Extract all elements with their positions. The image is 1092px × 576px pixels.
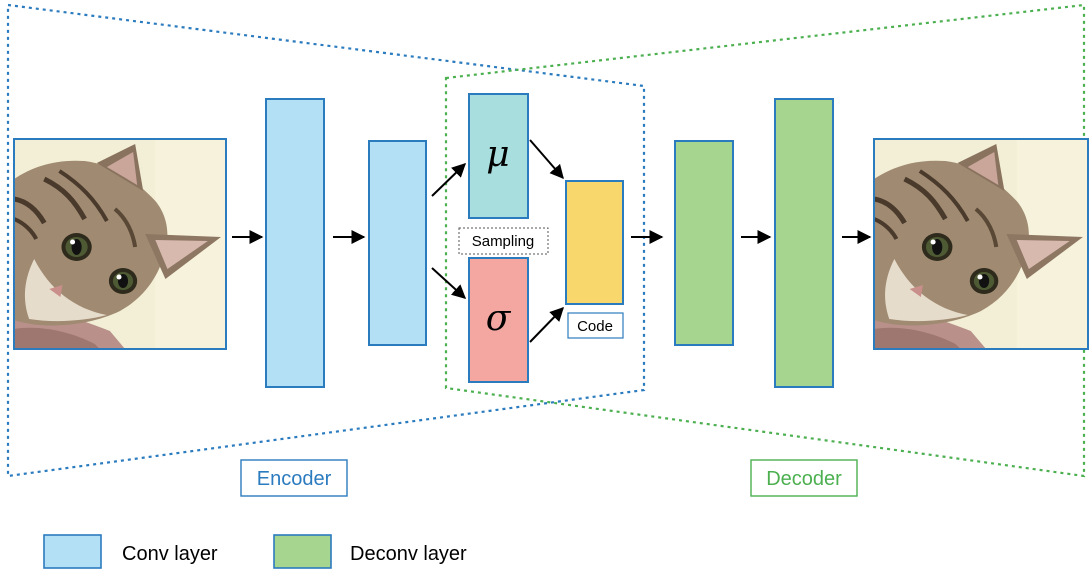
sigma-symbol: σ bbox=[486, 298, 512, 339]
deconv-layer-2 bbox=[774, 98, 834, 388]
deconv-layer-1 bbox=[674, 140, 734, 346]
code-label: Code bbox=[577, 318, 613, 335]
legend-deconv-label: Deconv layer bbox=[350, 543, 467, 565]
conv-layer-2 bbox=[368, 140, 427, 346]
code-label-box bbox=[567, 312, 624, 339]
arrow-conv2-to-mu bbox=[431, 163, 467, 197]
encoder-boundary bbox=[6, 3, 646, 478]
sampling-label: Sampling bbox=[472, 233, 535, 250]
output-image bbox=[873, 138, 1089, 350]
code-box bbox=[565, 180, 624, 305]
legend-conv-swatch bbox=[43, 534, 102, 569]
input-image bbox=[13, 138, 227, 350]
decoder-label: Decoder bbox=[766, 468, 842, 490]
arrow-sigma-to-code bbox=[529, 306, 564, 343]
legend-deconv-swatch bbox=[273, 534, 332, 569]
mu-symbol: μ bbox=[486, 134, 509, 175]
encoder-label: Encoder bbox=[257, 468, 332, 490]
encoder-label-box bbox=[240, 459, 348, 497]
sigma-box bbox=[468, 257, 529, 383]
sampling-label-box bbox=[458, 227, 549, 255]
legend-conv-label: Conv layer bbox=[122, 543, 218, 565]
decoder-label-box bbox=[750, 459, 858, 497]
decoder-boundary bbox=[444, 3, 1086, 478]
mu-box bbox=[468, 93, 529, 219]
conv-layer-1 bbox=[265, 98, 325, 388]
arrow-conv2-to-sigma bbox=[431, 267, 467, 299]
arrow-mu-to-code bbox=[529, 139, 564, 180]
